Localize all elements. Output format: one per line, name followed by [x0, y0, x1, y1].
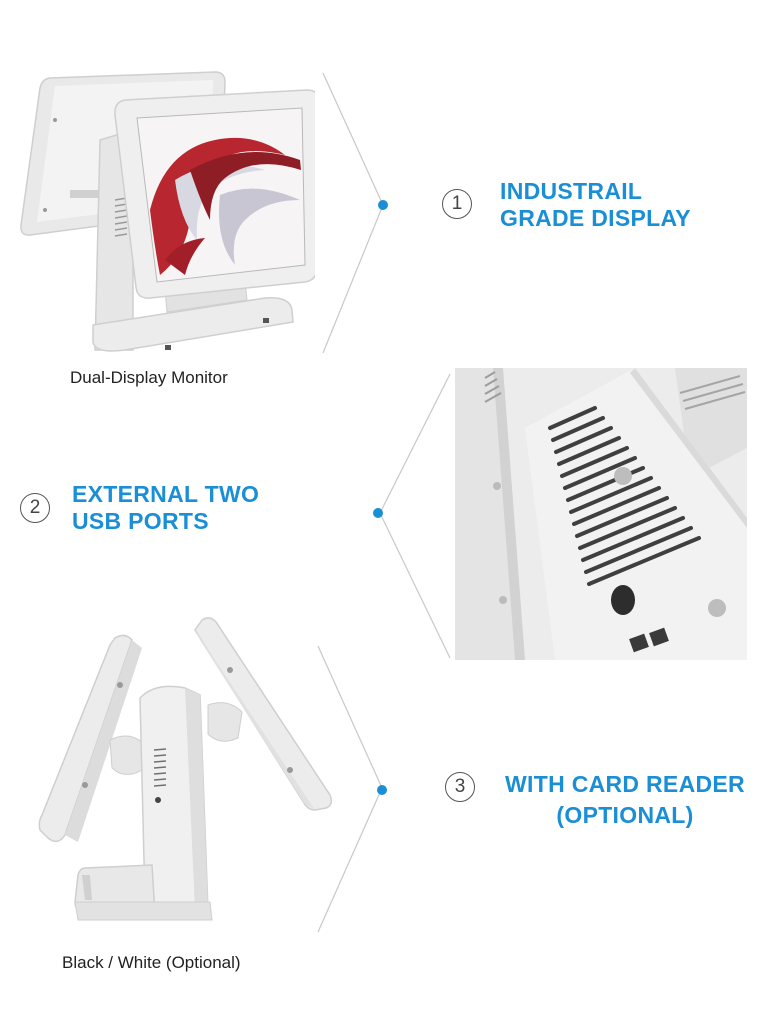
caption-color-options: Black / White (Optional)	[62, 953, 241, 972]
connector-dot-1	[378, 200, 388, 210]
feature-number-2: 2	[20, 493, 50, 523]
connector-dot-3	[377, 785, 387, 795]
feature-number-1: 1	[442, 189, 472, 219]
feature-3-line-1: WITH CARD READER	[505, 771, 745, 797]
caption-dual-display: Dual-Display Monitor	[70, 368, 228, 387]
feature-2-line-2: USB PORTS	[72, 508, 209, 534]
feature-title-3: WITH CARD READER (OPTIONAL)	[490, 771, 760, 829]
connector-lines-1	[322, 72, 384, 354]
connector-lines-2	[379, 373, 451, 659]
connector-dot-2	[373, 508, 383, 518]
feature-1-line-2: GRADE DISPLAY	[500, 205, 691, 231]
product-image-side-view	[30, 610, 340, 930]
feature-title-2: EXTERNAL TWO USB PORTS	[72, 481, 332, 535]
feature-title-1: INDUSTRAIL GRADE DISPLAY	[500, 178, 740, 232]
feature-3-line-2: (OPTIONAL)	[556, 802, 694, 828]
product-image-dual-display	[15, 60, 315, 360]
feature-1-line-1: INDUSTRAIL	[500, 178, 643, 204]
feature-number-3: 3	[445, 772, 475, 802]
feature-2-line-1: EXTERNAL TWO	[72, 481, 260, 507]
product-image-usb-ports	[455, 368, 747, 660]
